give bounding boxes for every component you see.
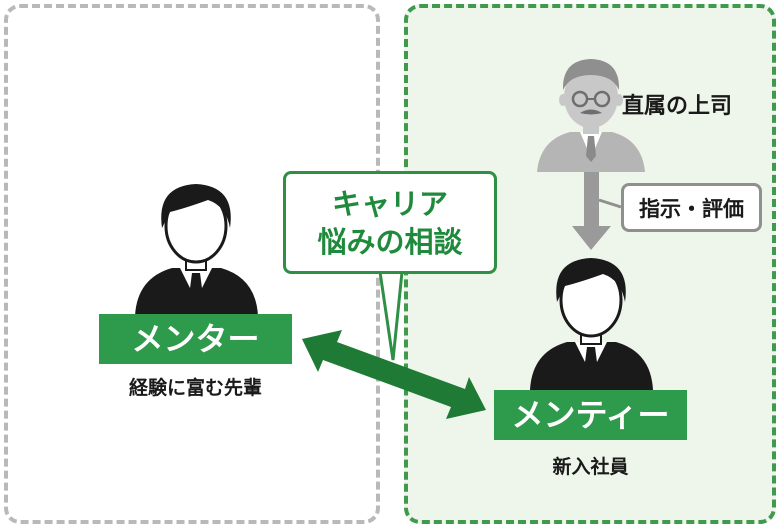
mentor-label: メンター	[99, 314, 292, 364]
instruction-label: 指示・評価	[621, 183, 762, 232]
instruction-arrow-head	[572, 226, 611, 250]
mentee-caption: 新入社員	[552, 456, 629, 478]
supervisor-label: 直属の上司	[622, 94, 733, 119]
bubble-line-2: 悩みの相談	[317, 224, 463, 259]
mentor-caption: 経験に富む先輩	[128, 377, 262, 399]
instruction-arrow-shaft	[584, 166, 599, 228]
instruction-connector	[598, 198, 622, 209]
consultation-bubble: キャリア 悩みの相談	[283, 171, 497, 274]
bubble-line-1: キャリア	[331, 186, 448, 221]
consultation-arrow	[302, 330, 486, 419]
mentee-label: メンティー	[494, 390, 687, 440]
